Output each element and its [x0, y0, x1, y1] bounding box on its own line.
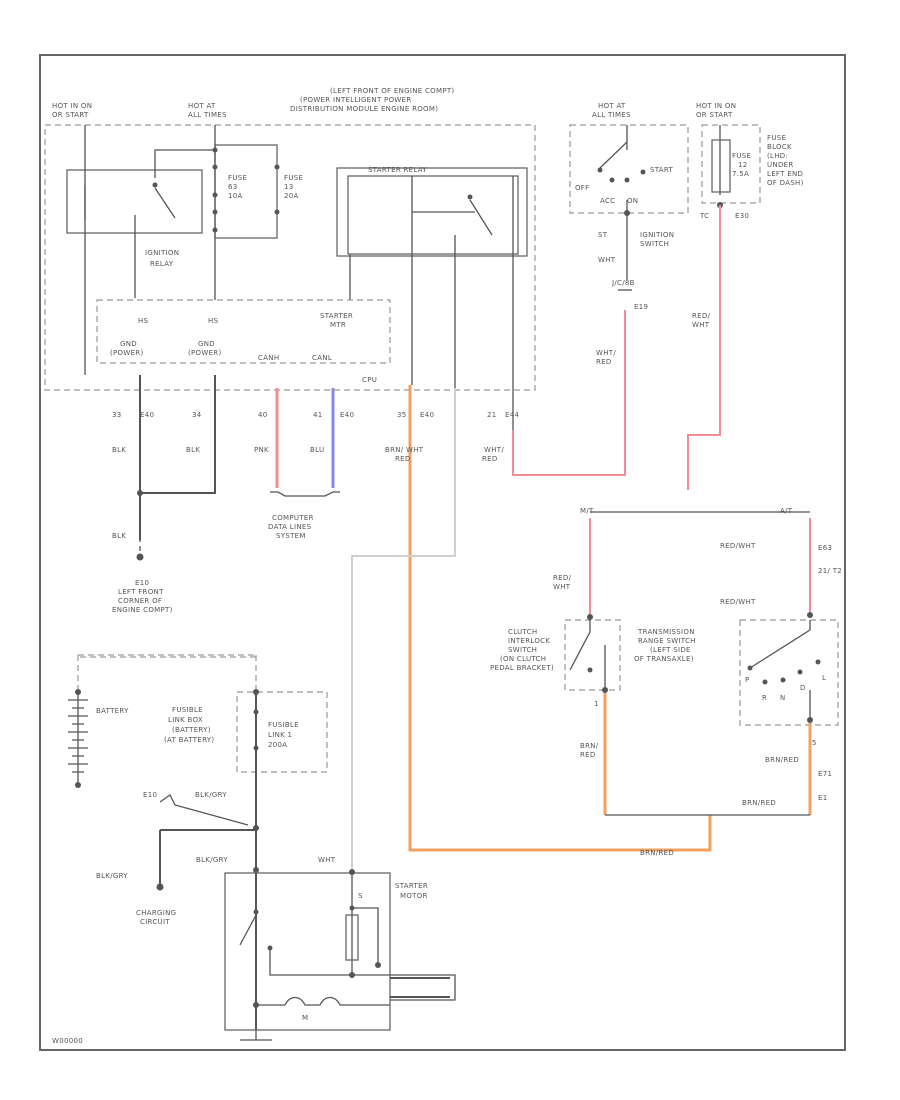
label-gnd-mid: GND(POWER) [188, 340, 222, 357]
starter-motor-box [224, 872, 391, 1031]
label-trs-pin: 5 [812, 739, 817, 747]
label-can-l: CANL [312, 354, 332, 362]
label-battery: BATTERY [96, 707, 129, 715]
svg-text:41: 41 [313, 411, 323, 419]
label-wire-red-wht-2: RED/WHT [553, 574, 572, 591]
svg-text:21: 21 [487, 411, 497, 419]
label-clutch-pin: 1 [594, 700, 599, 708]
label-wire-brn-red-mt: BRN/RED [580, 742, 599, 759]
label-wire-wht-red: WHT/RED [482, 446, 504, 463]
svg-text:34: 34 [192, 411, 202, 419]
label-wire-red-wht-at-2: RED/WHT [720, 598, 756, 606]
diagram-id: W00000 [52, 1037, 83, 1045]
label-wire-wht-red-2: WHT/RED [596, 349, 616, 366]
cpu-box [96, 299, 391, 364]
label-conn-e19: J/C/8BE19 [611, 279, 648, 311]
label-pim-location: (LEFT FRONT OF ENGINE COMPT)(POWER INTEL… [290, 87, 454, 113]
svg-text:40: 40 [258, 411, 268, 419]
svg-text:E44: E44 [505, 411, 519, 419]
wire-pink-red-wht [687, 205, 721, 490]
svg-text:33: 33 [112, 411, 122, 419]
label-wire-blk-ground: BLK [112, 532, 126, 540]
label-gnd-left: GND(POWER) [110, 340, 144, 357]
label-wire-pnk: PNK [254, 446, 269, 454]
label-wire-red-wht-at: RED/WHT [720, 542, 756, 550]
label-wire-blk-1: BLK [112, 446, 126, 454]
label-wire-wht: WHT [598, 256, 616, 264]
label-wire-blk-gry-1: BLK/GRY [195, 791, 227, 799]
label-starter-relay: STARTER RELAY [368, 166, 427, 174]
label-sm-s: S [358, 892, 363, 900]
battery-symbol [68, 689, 88, 788]
svg-text:E40: E40 [340, 411, 354, 419]
label-wire-blu: BLU [310, 446, 324, 454]
svg-text:35: 35 [397, 411, 407, 419]
wire-white-main [351, 388, 456, 870]
diagram-border [39, 54, 846, 1051]
label-wire-brn-red-2: BRN/RED [742, 799, 776, 807]
fuse-box-a-b [214, 144, 278, 239]
label-mt: M/T [580, 507, 594, 515]
wire-pink-wht-red [512, 310, 626, 476]
label-wire-red-wht: RED/WHT [692, 312, 711, 329]
pim-connector-pins: 33 E40 34 40 41 E40 35 E40 21 E44 [112, 411, 519, 419]
svg-text:E40: E40 [140, 411, 154, 419]
svg-text:E40: E40 [420, 411, 434, 419]
label-wire-brn-red-1: BRN/RED [765, 756, 799, 764]
starter-relay-box [336, 167, 528, 257]
label-wire-blk-gry-2: BLK/GRY [196, 856, 228, 864]
label-sm-m: M [302, 1014, 308, 1022]
wire-orange-main [408, 385, 712, 852]
label-at: A/T [780, 507, 793, 515]
label-wire-blk-gry-3: BLK/GRY [96, 872, 128, 880]
label-cpu: CPU [362, 376, 377, 384]
label-e10: E10 [143, 791, 157, 799]
label-can-h: CANH [258, 354, 279, 362]
label-wire-brn-red-3: BRN/RED [640, 849, 674, 857]
label-wire-blk-2: BLK [186, 446, 200, 454]
label-wire-wht-sm: WHT [318, 856, 336, 864]
